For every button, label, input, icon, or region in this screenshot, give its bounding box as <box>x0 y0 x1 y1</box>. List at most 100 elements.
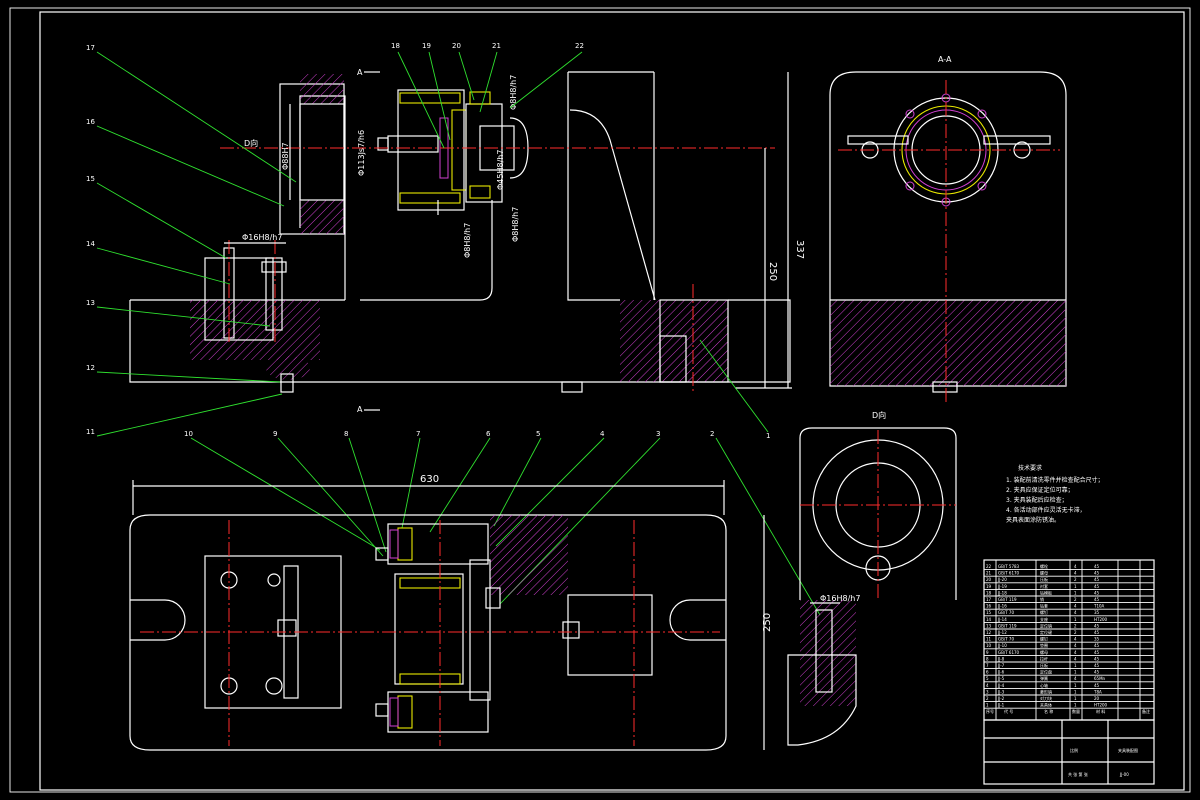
bom-cell-code: JJ-5 <box>997 676 1005 681</box>
bom-header-no: 序号 <box>986 708 994 714</box>
bom-cell-code: JJ-16 <box>997 604 1007 609</box>
balloon-6: 6 <box>486 430 491 438</box>
dim-250-top: 250 <box>767 262 778 281</box>
tech-note-5: 夹具表面涂防锈油。 <box>1006 516 1060 524</box>
bom-cell-no: 4 <box>986 683 989 688</box>
bom-cell-code: JJ-1 <box>997 703 1005 708</box>
bom-cell-no: 15 <box>986 610 992 615</box>
dim-250-bottom: 250 <box>762 613 773 632</box>
balloon-15: 15 <box>86 175 95 183</box>
tech-notes-title: 技术要求 <box>1018 464 1042 472</box>
dim-8-fit-2: Φ8H8/h7 <box>463 223 472 258</box>
balloon-7: 7 <box>416 430 420 438</box>
bom-cell-code: JJ-20 <box>997 577 1007 582</box>
bom-cell-no: 20 <box>986 577 992 582</box>
bom-cell-mat: 45 <box>1094 663 1100 668</box>
bom-cell-name: 弹簧 <box>1040 675 1048 681</box>
balloon-labels: 17 16 15 14 13 12 11 18 19 20 21 22 1 2 … <box>86 42 770 440</box>
balloon-5: 5 <box>536 430 540 438</box>
bom-cell-mat: 45 <box>1094 577 1100 582</box>
bom-cell-name: 螺母 <box>1040 649 1048 655</box>
balloon-13: 13 <box>86 299 95 307</box>
drawing-code: JJ-00 <box>1119 772 1129 777</box>
scale-label: 比例 <box>1070 747 1078 753</box>
bom-cell-code: JJ-6 <box>997 670 1005 675</box>
bom-cell-no: 7 <box>986 663 989 668</box>
view-d: D向 Φ16H8/h7 <box>787 410 957 746</box>
outer-border <box>9 7 1191 793</box>
bom-cell-mat: HT200 <box>1094 703 1108 708</box>
balloon-3: 3 <box>656 430 660 438</box>
bom-cell-no: 16 <box>986 604 992 609</box>
bom-cell-name: 钻套 <box>1040 603 1048 609</box>
bom-cell-mat: 45 <box>1094 571 1100 576</box>
sheet-label: 共 张 第 张 <box>1068 771 1088 777</box>
balloon-21: 21 <box>492 42 501 50</box>
bom-cell-no: 6 <box>986 670 989 675</box>
bom-cell-code: GB/T 6170 <box>998 650 1020 655</box>
bom-cell-code: JJ-19 <box>997 584 1007 589</box>
bom-cell-code: JJ-14 <box>997 617 1007 622</box>
balloon-17: 17 <box>86 44 95 52</box>
bom-header-mat: 材 料 <box>1096 708 1105 714</box>
bom-cell-code: JJ-18 <box>997 590 1007 595</box>
dim-16-fit-right: Φ16H8/h7 <box>820 594 860 603</box>
bom-cell-name: 压板 <box>1040 576 1048 582</box>
bom-cell-no: 5 <box>986 676 989 681</box>
view-d-label: D向 <box>872 410 886 420</box>
bom-cell-code: GB/T 6170 <box>998 571 1020 576</box>
bom-cell-mat: 45 <box>1094 650 1100 655</box>
leaders <box>96 51 821 616</box>
bom-cell-code: JJ-8 <box>997 656 1005 661</box>
bom-cell-no: 13 <box>986 623 992 628</box>
bom-cell-qty: 1 <box>1074 683 1077 688</box>
bom-cell-no: 12 <box>986 630 992 635</box>
bom-cell-mat: 45 <box>1094 623 1100 628</box>
bom-cell-name: 钻模板 <box>1040 589 1052 595</box>
bom-cell-no: 14 <box>986 617 992 622</box>
bom-cell-no: 9 <box>986 650 989 655</box>
front-dimensions: 337 250 Φ16H8/h7 Φ88H7 Φ113Js7/h6 Φ8H8/h… <box>224 68 805 414</box>
dim-8-fit-3: Φ8H8/h7 <box>511 207 520 242</box>
technical-notes: 技术要求 1. 装配前清洗零件并检查配合尺寸； 2. 夹具应保证定位可靠； 3.… <box>1006 464 1104 524</box>
bom-cell-name: 螺钉 <box>1040 609 1048 615</box>
bom-cell-qty: 4 <box>1074 643 1077 648</box>
bom-header-name: 名 称 <box>1044 708 1053 714</box>
bom-cell-code: JJ-2 <box>997 696 1005 701</box>
bom-cell-qty: 1 <box>1074 696 1077 701</box>
bom-cell-qty: 2 <box>1074 630 1077 635</box>
bom-cell-name: 心轴 <box>1040 682 1048 688</box>
bom-cell-no: 3 <box>986 689 989 694</box>
tech-note-3: 3. 夹具装配后应检查； <box>1006 496 1068 504</box>
dim-8-fit-1: Φ8H8/h7 <box>509 75 518 110</box>
bom-header-code: 代 号 <box>1004 708 1013 714</box>
bom-cell-mat: 45 <box>1094 584 1100 589</box>
bom-cell-name: 定位键 <box>1040 629 1052 635</box>
bom-cell-qty: 4 <box>1074 604 1077 609</box>
bom-cell-no: 17 <box>986 597 992 602</box>
bom-cell-no: 8 <box>986 656 989 661</box>
balloon-10: 10 <box>184 430 193 438</box>
bom-cell-name: 压板 <box>1040 662 1048 668</box>
bom-cell-name: 螺钉 <box>1040 636 1048 642</box>
bom-cell-mat: 45 <box>1094 643 1100 648</box>
bom-cell-code: JJ-10 <box>997 643 1007 648</box>
section-aa-label: A-A <box>938 55 952 64</box>
dim-630: 630 <box>420 474 439 485</box>
drawing-name: 夹具装配图 <box>1118 747 1138 753</box>
balloon-22: 22 <box>575 42 584 50</box>
balloon-2: 2 <box>710 430 714 438</box>
bom-cell-name: 对刀块 <box>1040 695 1052 701</box>
bom-cell-mat: T10A <box>1093 604 1105 609</box>
balloon-18: 18 <box>391 42 400 50</box>
bom-cell-mat: 45 <box>1094 683 1100 688</box>
bom-cell-name: 销 <box>1040 596 1044 602</box>
balloon-19: 19 <box>422 42 431 50</box>
bom-cell-qty: 4 <box>1074 656 1077 661</box>
bom-cell-code: JJ-3 <box>997 689 1005 694</box>
section-mark-a-top: A <box>357 68 363 77</box>
title-block: 夹具装配图 JJ-00 比例 共 张 第 张 <box>983 719 1155 785</box>
dim-113js6: Φ113Js7/h6 <box>357 130 366 176</box>
bom-cell-no: 1 <box>986 703 989 708</box>
